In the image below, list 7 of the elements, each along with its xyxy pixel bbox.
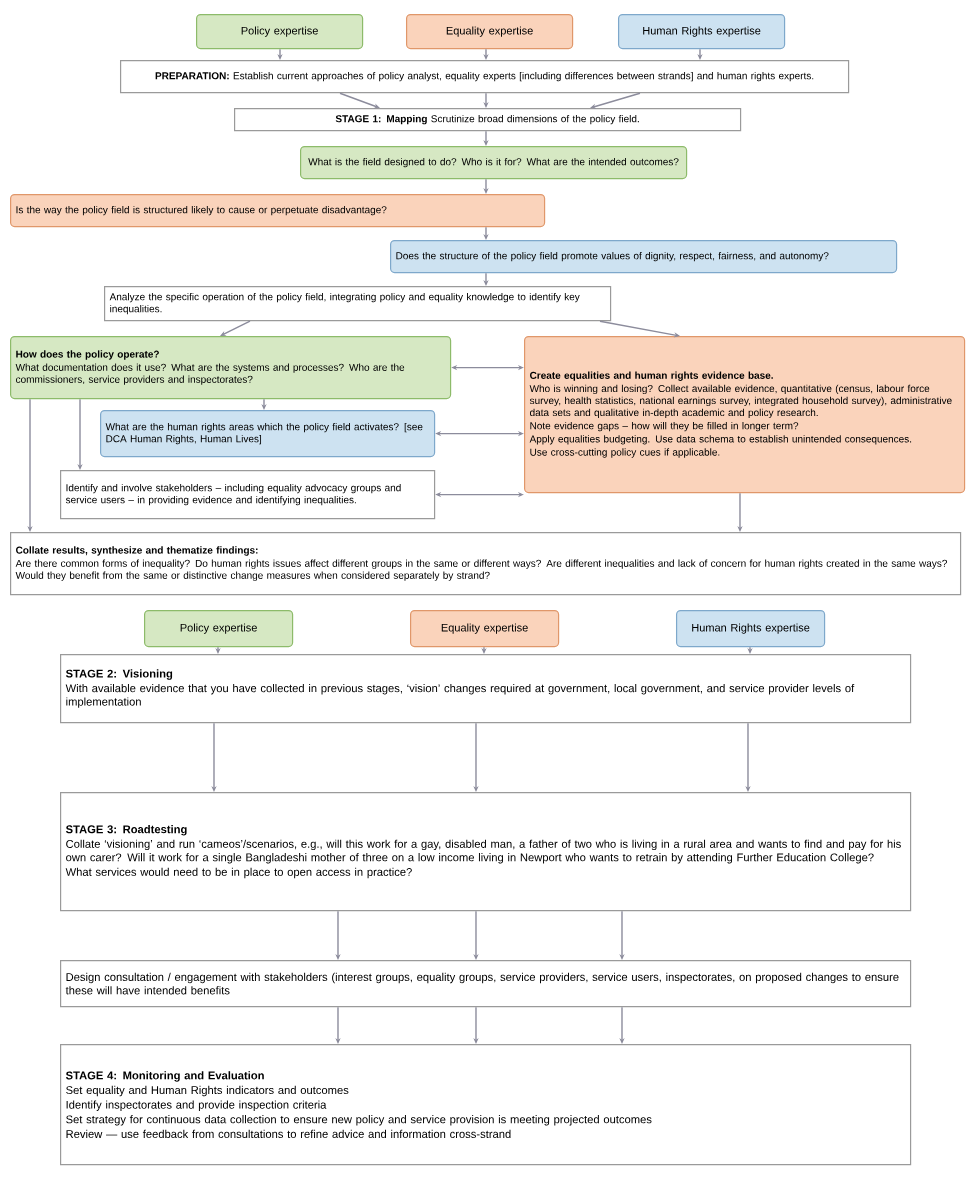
arrow <box>599 320 680 338</box>
double-arrow <box>435 430 524 437</box>
arrow <box>220 320 251 336</box>
arrow <box>339 92 380 109</box>
double-arrow <box>451 364 524 371</box>
arrow <box>590 92 641 109</box>
double-arrow <box>435 491 524 498</box>
